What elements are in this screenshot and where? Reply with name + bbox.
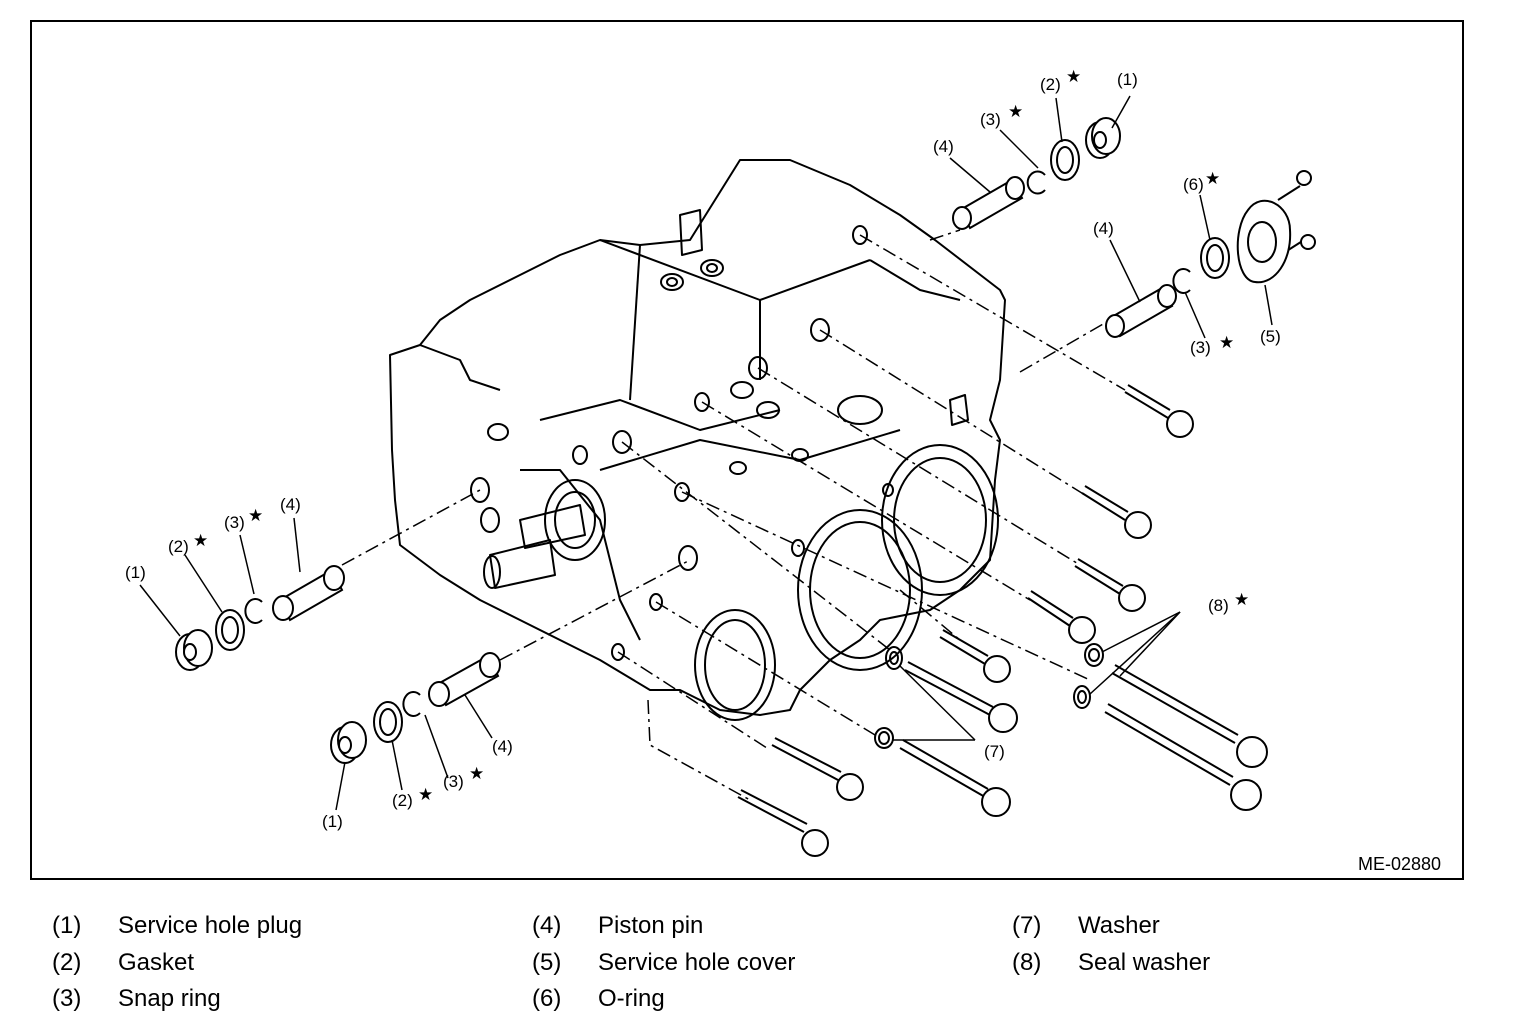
star-icon: ★ [1234,590,1249,609]
o-ring [1200,237,1230,279]
callout-3: (3) [443,772,464,791]
star-icon: ★ [1066,67,1081,86]
callout-1: (1) [322,812,343,831]
callout-6: (6) [1183,175,1204,194]
alignment-lines [341,229,1126,801]
washers [874,643,1104,749]
bolt-head-bolt [1027,590,1096,644]
service-hole-plug [175,629,213,671]
snap-ring [1172,268,1191,294]
star-icon: ★ [193,531,208,550]
figure-code: ME-02880 [1358,854,1441,874]
callout-4: (4) [933,137,954,156]
piston-pin [1105,284,1177,338]
callout-4: (4) [1093,219,1114,238]
piston-pin [428,652,501,707]
callout-2: (2) [168,537,189,556]
callout-7: (7) [984,742,1005,761]
bolt-head-bolt [1081,485,1152,539]
callout-1: (1) [1117,70,1138,89]
bolt-head-bolt [1124,384,1194,438]
callout-1: (1) [125,563,146,582]
bolt-head-bolt [939,629,1011,683]
star-icon: ★ [418,785,433,804]
star-icon: ★ [469,764,484,783]
service-hole-plug [330,721,367,764]
bolt-head-bolt [1111,664,1268,768]
callout-4: (4) [280,495,301,514]
bolt-head-bolt [899,739,1011,817]
star-icon: ★ [1205,169,1220,188]
snap-ring [1026,170,1046,195]
piston-pin [952,176,1025,230]
callout-3: (3) [980,110,1001,129]
gasket [373,701,403,743]
callout-4: (4) [492,737,513,756]
callout-2: (2) [1040,75,1061,94]
service-hole-parts-top [952,117,1292,338]
star-icon: ★ [1008,102,1023,121]
star-icon: ★ [248,506,263,525]
service-hole-parts-lower [330,652,501,764]
callout-3: (3) [224,513,245,532]
leader-lines [139,95,1273,811]
gasket [215,609,245,651]
piston-pin [272,565,345,622]
bolt-head-bolt [1074,558,1146,612]
star-icon: ★ [1219,333,1234,352]
bolt-head-bolt [771,737,864,801]
engine-block [389,159,1006,721]
callout-5: (5) [1260,327,1281,346]
bolts [737,170,1316,857]
bolt-head-bolt [904,661,1018,733]
callout-8: (8) [1208,596,1229,615]
gasket [1050,139,1080,181]
callout-3: (3) [1190,338,1211,357]
bolt-head-bolt [1104,703,1262,811]
service-hole-parts-left [175,565,345,671]
callout-labels: (1) (2) ★ (3) ★ (4) (6) ★ (4) (3) ★ (5) … [125,67,1441,874]
bolt-head-bolt [737,789,829,857]
callout-2: (2) [392,791,413,810]
snap-ring [244,598,263,624]
service-hole-cover [1236,199,1292,284]
snap-ring [402,691,421,717]
bolt-head-bolt [1277,170,1312,201]
diagram-frame [30,20,1464,880]
